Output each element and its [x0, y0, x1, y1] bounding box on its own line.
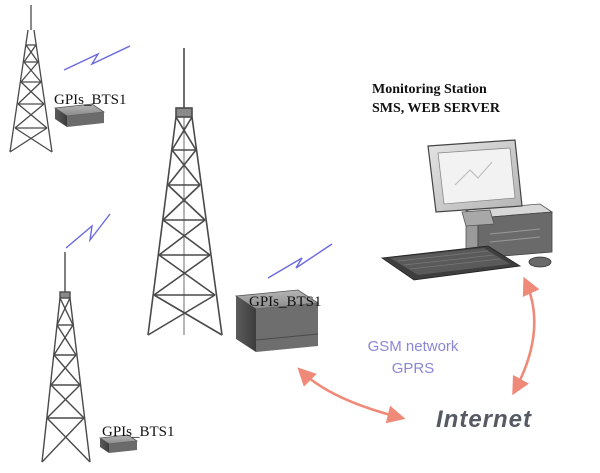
bts-label-top-left: GPIs_BTS1 [54, 92, 127, 108]
bts-label-bottom-left: GPIs_BTS1 [102, 424, 175, 440]
signal-left [65, 213, 111, 249]
arrow-bts-internet [297, 367, 406, 424]
internet-label: Internet [436, 406, 533, 433]
tower-center [147, 48, 223, 336]
bts-device-top-left [53, 103, 106, 127]
monitoring-station-subtitle: SMS, WEB SERVER [372, 101, 501, 116]
tower-bottom-left [41, 252, 91, 463]
arrow-station-internet [512, 276, 540, 396]
computer-icon [380, 139, 554, 281]
gsm-network-label: GSM network [367, 338, 459, 355]
bts-label-center: GPIs_BTS1 [249, 294, 322, 310]
wireless-signals [63, 45, 333, 279]
signal-center [267, 243, 333, 279]
gprs-label: GPRS [391, 360, 435, 377]
bts-device-center [234, 289, 320, 352]
signal-top [63, 45, 131, 71]
tower-top-left [9, 5, 53, 153]
bts-device-bottom-left [98, 434, 139, 453]
monitoring-station-title: Monitoring Station [372, 82, 487, 97]
